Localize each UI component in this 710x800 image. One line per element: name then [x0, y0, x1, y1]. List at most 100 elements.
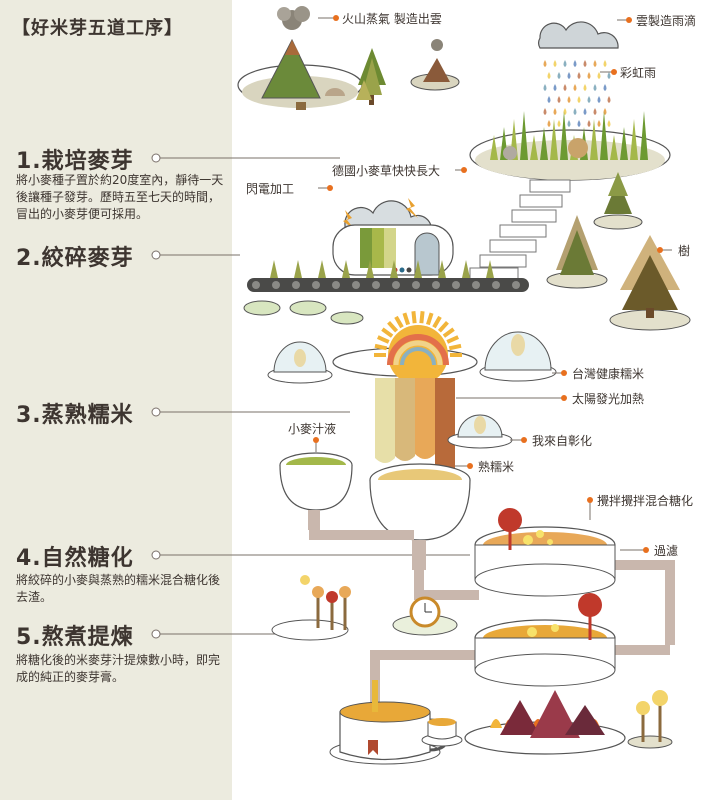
conveyor-wheel — [252, 281, 260, 289]
raindrop — [593, 84, 597, 91]
sun-ray — [419, 311, 425, 324]
small-rice-dome — [447, 414, 513, 449]
wheat-blade — [630, 119, 638, 160]
rainbow-raindrops — [543, 60, 611, 127]
raindrop — [567, 72, 571, 79]
raindrop — [567, 96, 571, 103]
raindrop — [547, 96, 551, 103]
raindrop — [573, 108, 577, 115]
conveyor-wheel — [392, 281, 400, 289]
raindrop — [603, 108, 607, 115]
step-1-title: 1.栽培麥芽 — [16, 149, 134, 174]
tree-group-right — [546, 172, 691, 331]
sun-ray — [446, 335, 460, 344]
malt-mug — [329, 680, 450, 765]
step-connectors — [151, 153, 470, 639]
grass-tuft — [486, 260, 494, 278]
grass-tuft — [318, 260, 326, 278]
wheat-blade — [540, 127, 548, 160]
conveyor-wheel — [412, 281, 420, 289]
raindrop — [543, 60, 547, 67]
flame — [490, 719, 502, 728]
pipes — [309, 530, 675, 735]
label-stir: 攪拌攪拌混合糖化 — [597, 494, 694, 508]
grass-tuft — [366, 260, 374, 278]
grass-tuft — [294, 260, 302, 278]
wheat-grass-island — [469, 111, 671, 181]
conveyor-wheel — [272, 281, 280, 289]
raindrop — [593, 60, 597, 67]
wheat-blade — [530, 135, 538, 160]
raindrop — [587, 120, 591, 127]
raindrop — [583, 108, 587, 115]
pine-trees-top — [356, 48, 386, 105]
label-lightning: 閃電加工 — [246, 182, 295, 196]
raindrop — [607, 96, 611, 103]
raindrop — [563, 84, 567, 91]
matchstick-island — [271, 575, 351, 641]
sun-ray — [432, 315, 442, 329]
raindrop — [607, 120, 611, 127]
label-cloud-rain: 雲製造雨滴 — [636, 14, 697, 28]
raindrop — [557, 120, 561, 127]
label-tree: 樹 — [678, 244, 691, 258]
raindrop — [553, 60, 557, 67]
raindrop — [577, 72, 581, 79]
sun-ray — [381, 327, 394, 338]
raindrop — [563, 60, 567, 67]
step-5-title: 5.熬煮提煉 — [16, 625, 134, 650]
label-filter: 過濾 — [654, 544, 679, 558]
fire-base — [464, 690, 626, 755]
raindrop — [573, 60, 577, 67]
raindrop — [603, 60, 607, 67]
raindrop — [573, 84, 577, 91]
conveyor-wheel — [332, 281, 340, 289]
rain-cloud — [538, 19, 625, 49]
raindrop — [557, 72, 561, 79]
small-cup — [421, 718, 463, 747]
raindrop — [553, 108, 557, 115]
wheat-blade — [550, 119, 558, 160]
wheat-blade — [640, 111, 648, 160]
raindrop — [587, 72, 591, 79]
raindrop — [557, 96, 561, 103]
sun-ray — [394, 315, 404, 329]
wheat-blade — [600, 111, 608, 160]
conveyor-wheel — [352, 281, 360, 289]
left-panel — [0, 0, 232, 800]
conveyor-wheel — [492, 281, 500, 289]
raindrop — [597, 120, 601, 127]
conveyor-wheel — [472, 281, 480, 289]
label-wheat-juice: 小麥汁液 — [288, 422, 337, 436]
grass-tuft — [390, 260, 398, 278]
conveyor-wheel — [372, 281, 380, 289]
raindrop — [547, 72, 551, 79]
raindrop — [603, 84, 607, 91]
label-rainbow-rain: 彩虹雨 — [620, 66, 657, 80]
raindrop — [547, 120, 551, 127]
label-sun-heat: 太陽發光加熱 — [572, 392, 645, 406]
raindrop — [543, 108, 547, 115]
mixing-bowl — [369, 463, 471, 570]
wheat-blade — [610, 135, 618, 160]
label-self-style: 我來自彰化 — [532, 434, 593, 448]
raindrop — [583, 84, 587, 91]
filter-pot — [474, 593, 616, 687]
wheat-blade — [590, 119, 598, 160]
raindrop — [577, 96, 581, 103]
step-4-title: 4.自然糖化 — [16, 546, 134, 571]
conveyor-wheel — [512, 281, 520, 289]
small-volcano — [410, 39, 460, 91]
label-leaders — [313, 15, 672, 553]
sun-rainbow — [374, 311, 462, 385]
step-2-title: 2.絞碎麥芽 — [16, 246, 134, 271]
raindrop — [607, 72, 611, 79]
sun-ray — [387, 320, 399, 333]
grinder-machine — [332, 224, 454, 276]
wheat-juice-bowl — [279, 452, 353, 530]
sun-ray — [374, 343, 388, 351]
label-cooked-rice: 熟糯米 — [478, 460, 515, 474]
grass-tuft — [414, 260, 422, 278]
